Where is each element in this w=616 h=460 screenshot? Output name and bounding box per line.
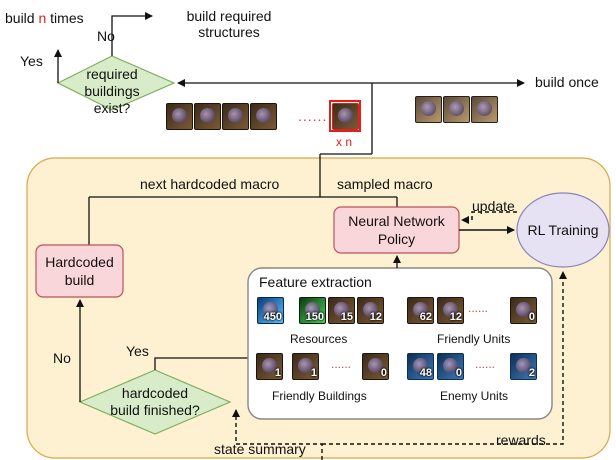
build-once-icon-1 <box>415 96 442 123</box>
required-buildings-decision <box>56 55 176 111</box>
unit-count: 48 <box>419 367 432 379</box>
resource-minerals-icon: 450 <box>257 297 284 324</box>
unit-glyph-icon <box>363 302 378 317</box>
friendly-unit-icon-n: 0 <box>510 297 537 324</box>
top-dots: ...... <box>298 108 328 124</box>
friendly-building-icon-1: 1 <box>256 353 283 380</box>
rl-training-node <box>516 192 610 268</box>
no-label-top: No <box>97 28 115 44</box>
build-n: n <box>38 10 47 26</box>
unit-count: 1 <box>310 367 317 379</box>
unit-glyph-icon <box>368 358 383 373</box>
resource-cap-icon: 12 <box>357 297 384 324</box>
unit-glyph-icon <box>172 108 187 123</box>
enemy-unit-icon-n: 2 <box>510 353 537 380</box>
policy-label: Neural Network Policy <box>348 213 445 247</box>
required-building-icon-1 <box>166 103 193 130</box>
unit-glyph-icon <box>443 358 458 373</box>
friendly-building-icon-2: 1 <box>292 353 319 380</box>
hardcoded-build-node <box>35 244 124 298</box>
rl-training-label: RL Training <box>527 222 599 238</box>
resource-supply-icon: 15 <box>328 297 355 324</box>
build-suffix: times <box>50 10 84 26</box>
unit-glyph-icon <box>305 302 320 317</box>
unit-glyph-icon <box>421 101 436 116</box>
hardcoded-finished-decision <box>78 369 232 435</box>
rewards-label: rewards <box>496 432 546 448</box>
resource-gas-icon: 150 <box>299 297 326 324</box>
no-label-bottom: No <box>53 350 71 366</box>
update-label: update <box>472 198 515 214</box>
yes-label-top: Yes <box>20 53 43 69</box>
build-n-times-label: build n times <box>5 10 84 26</box>
build-once-icon-2 <box>443 96 470 123</box>
build-once-icon-3 <box>471 96 498 123</box>
next-hardcoded-macro-label: next hardcoded macro <box>140 176 280 192</box>
enemy-unit-icon-1: 48 <box>407 353 434 380</box>
friendly-unit-icon-1: 62 <box>407 297 434 324</box>
unit-glyph-icon <box>516 358 531 373</box>
hardcoded-finished-label: hardcoded build finished? <box>110 385 200 418</box>
resources-label: Resources <box>290 332 348 346</box>
hardcoded-build-label: Hardcoded build <box>45 254 114 288</box>
unit-glyph-icon <box>262 358 277 373</box>
friendly-unit-icon-2: 12 <box>437 297 464 324</box>
unit-count: 0 <box>455 367 462 379</box>
unit-glyph-icon <box>298 358 313 373</box>
required-building-icon-n <box>332 103 359 130</box>
enemy-unit-icon-2: 0 <box>437 353 464 380</box>
unit-glyph-icon <box>443 302 458 317</box>
unit-count: 0 <box>528 311 535 323</box>
unit-glyph-icon <box>413 302 428 317</box>
friendly-units-label: Friendly Units <box>437 332 511 346</box>
friendly-buildings-label: Friendly Buildings <box>272 389 367 403</box>
feature-extraction-title: Feature extraction <box>259 274 372 290</box>
unit-count: 0 <box>380 367 387 379</box>
unit-count: 15 <box>340 311 353 323</box>
unit-glyph-icon <box>256 108 271 123</box>
build-once-label: build once <box>535 74 599 90</box>
state-summary-label: state summary <box>214 441 306 457</box>
unit-count: 12 <box>449 311 462 323</box>
friendly-building-icon-n: 0 <box>362 353 389 380</box>
required-building-icon-4 <box>250 103 277 130</box>
unit-glyph-icon <box>338 108 353 123</box>
unit-count: 2 <box>528 367 535 379</box>
friendly-units-dots: ...... <box>468 301 489 315</box>
yes-label-bottom: Yes <box>126 343 149 359</box>
unit-count: 450 <box>263 311 282 323</box>
xn-label: x n <box>336 135 353 149</box>
unit-count: 1 <box>274 367 281 379</box>
unit-glyph-icon <box>228 108 243 123</box>
build-prefix: build <box>5 10 35 26</box>
unit-glyph-icon <box>413 358 428 373</box>
friendly-buildings-dots: ...... <box>331 357 352 371</box>
required-buildings-label: required buildings exist? <box>84 66 140 116</box>
unit-glyph-icon <box>516 302 531 317</box>
unit-glyph-icon <box>449 101 464 116</box>
unit-glyph-icon <box>200 108 215 123</box>
required-building-icon-3 <box>222 103 249 130</box>
enemy-units-dots: ...... <box>475 357 496 371</box>
unit-count: 12 <box>369 311 382 323</box>
unit-count: 62 <box>419 311 432 323</box>
unit-glyph-icon <box>263 302 278 317</box>
build-required-structures-label: build required structures <box>186 8 272 40</box>
unit-glyph-icon <box>334 302 349 317</box>
unit-glyph-icon <box>477 101 492 116</box>
enemy-units-label: Enemy Units <box>440 389 509 403</box>
required-building-icon-2 <box>194 103 221 130</box>
unit-count: 150 <box>305 311 324 323</box>
sampled-macro-label: sampled macro <box>337 176 433 192</box>
